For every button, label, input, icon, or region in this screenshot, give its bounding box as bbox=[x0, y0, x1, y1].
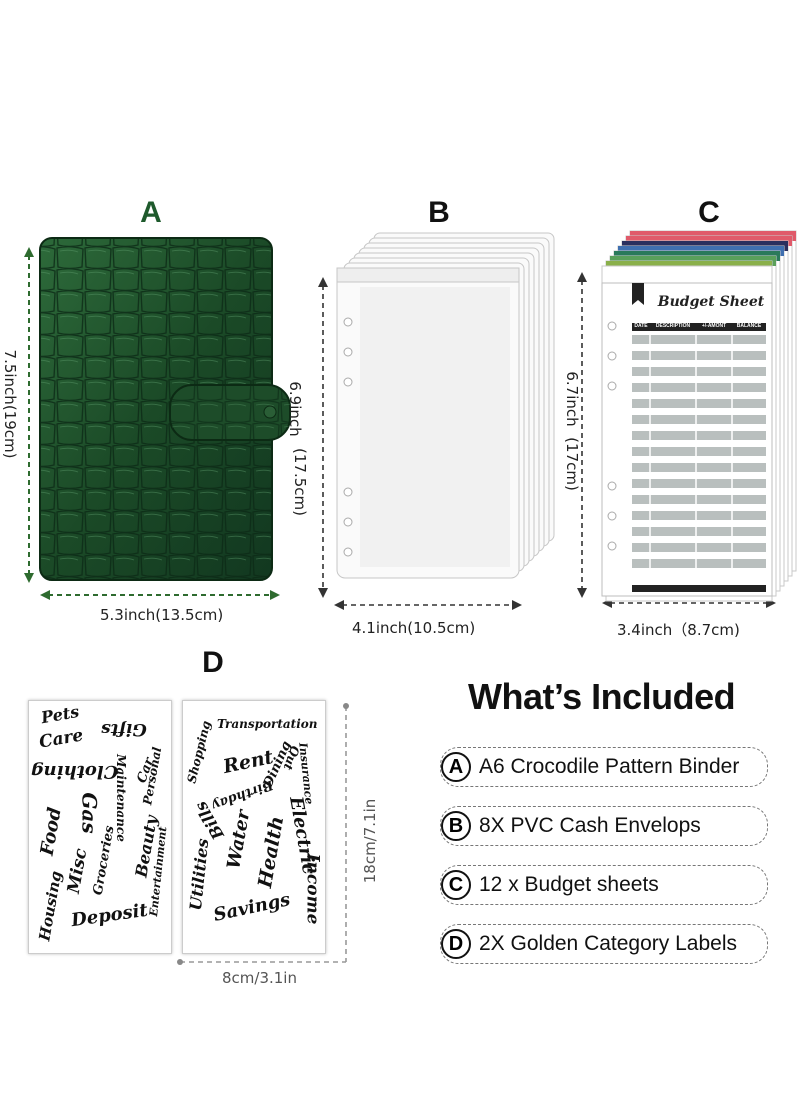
label-deposit: Deposit bbox=[69, 899, 150, 932]
label-transportation: Transportation bbox=[217, 717, 318, 731]
column-balance: BALANCE bbox=[736, 323, 762, 329]
item-c-width-dim: 3.4inch（8.7cm) bbox=[617, 621, 740, 639]
item-a-width-dim: 5.3inch(13.5cm) bbox=[100, 606, 224, 624]
included-text-b: 8X PVC Cash Envelops bbox=[479, 814, 701, 837]
column-date: DATE bbox=[634, 323, 648, 329]
included-item-b: B 8X PVC Cash Envelops bbox=[440, 806, 768, 846]
label-care: Care bbox=[37, 725, 85, 753]
item-d-width-dim: 8cm/3.1in bbox=[222, 969, 297, 987]
included-text-a: A6 Crocodile Pattern Binder bbox=[479, 755, 740, 778]
label-food: Food bbox=[36, 805, 66, 858]
included-title: What’s Included bbox=[468, 676, 736, 717]
label-dimension-lines bbox=[177, 703, 349, 965]
included-text-d: 2X Golden Category Labels bbox=[479, 932, 737, 955]
included-badge-c: C bbox=[441, 870, 471, 900]
label-housing: Housing bbox=[35, 869, 66, 943]
item-b-height-dim-bottom: (17.5cm) bbox=[291, 448, 309, 516]
envelopes-image bbox=[318, 232, 555, 610]
column-amount: +/-AMONT bbox=[701, 323, 727, 329]
budget-sheets-image bbox=[577, 230, 797, 608]
label-gifts: Gifts bbox=[101, 719, 147, 739]
item-b-letter: B bbox=[428, 196, 450, 229]
budget-sheet-title: Budget Sheet bbox=[657, 294, 765, 310]
binder-image bbox=[24, 237, 291, 600]
included-badge-d: D bbox=[441, 929, 471, 959]
item-c-height-dim-bottom: (17cm) bbox=[563, 437, 581, 491]
included-item-a: A A6 Crocodile Pattern Binder bbox=[440, 747, 768, 787]
label-sheet-right: Transportation Shopping Rent Dining Out … bbox=[182, 700, 326, 954]
label-groceries: Groceries bbox=[90, 824, 118, 897]
item-c-letter: C bbox=[698, 196, 720, 229]
item-d-height-dim: 18cm/7.1in bbox=[361, 798, 379, 884]
label-pets: Pets bbox=[39, 701, 81, 728]
budget-sheet-columns: DATE DESCRIPTION +/-AMONT BALANCE bbox=[632, 323, 766, 329]
included-item-d: D 2X Golden Category Labels bbox=[440, 924, 768, 964]
label-gas: Gas bbox=[77, 792, 102, 834]
included-badge-b: B bbox=[441, 811, 471, 841]
label-sheet-left: Pets Care Gifts Clothing Maintenance Car… bbox=[28, 700, 172, 954]
item-b-height-dim-top: 6.9inch bbox=[286, 381, 304, 437]
included-text-c: 12 x Budget sheets bbox=[479, 873, 659, 896]
included-item-c: C 12 x Budget sheets bbox=[440, 865, 768, 905]
item-b-width-dim: 4.1inch(10.5cm) bbox=[352, 619, 476, 637]
included-badge-a: A bbox=[441, 752, 471, 782]
item-d-letter: D bbox=[202, 646, 224, 679]
column-description: DESCRIPTION bbox=[655, 323, 691, 329]
item-a-letter: A bbox=[140, 196, 162, 229]
item-a-height-dim: 7.5inch(19cm) bbox=[1, 349, 19, 459]
label-misc: Misc bbox=[63, 847, 92, 895]
label-clothing: Clothing bbox=[31, 761, 119, 782]
